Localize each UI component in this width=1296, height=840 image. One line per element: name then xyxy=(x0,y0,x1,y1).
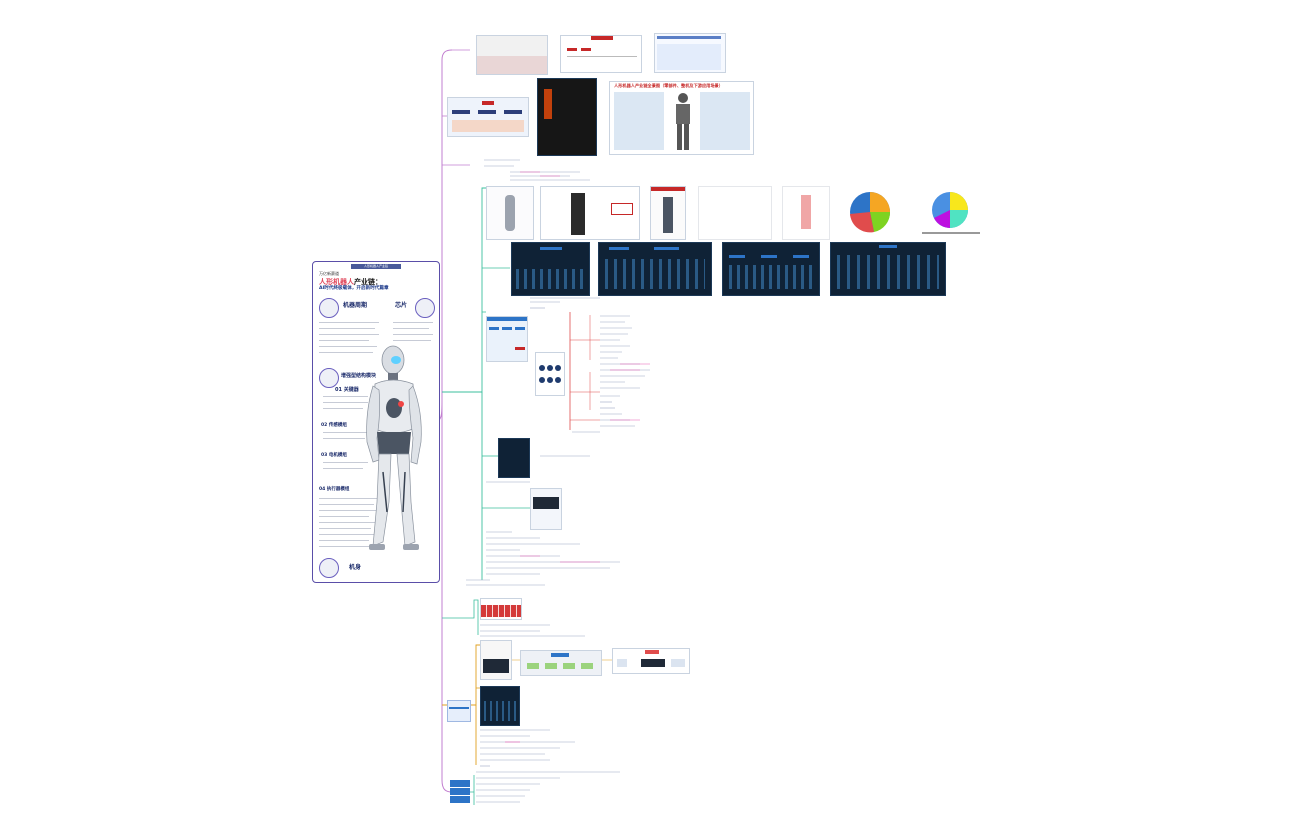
thumbnail-sketch[interactable] xyxy=(698,186,772,240)
thumbnail-red-table[interactable] xyxy=(480,598,522,620)
root-card-header: 人形机器人产业链 xyxy=(351,264,401,269)
section-title-8: 04 执行器模组 xyxy=(319,487,350,492)
chip-icon xyxy=(415,298,435,318)
dashboard-thumbnail-4[interactable] xyxy=(830,242,946,296)
section-title-4: 机身 xyxy=(349,564,362,571)
side-node-blue-2[interactable] xyxy=(450,780,470,787)
root-card-line1: 万亿新赛道 xyxy=(319,271,339,276)
side-node-blue-1[interactable] xyxy=(447,700,471,722)
root-card-subtitle: AI时代终极载体，开启新时代篇章 xyxy=(319,286,389,291)
section-title-5: 01 关键器 xyxy=(335,387,359,393)
root-node-card[interactable]: 人形机器人产业链 万亿新赛道 人形机器人产业链： AI时代终极载体，开启新时代篇… xyxy=(312,261,440,583)
side-node-blue-3[interactable] xyxy=(450,788,470,795)
thumbnail-top-2[interactable] xyxy=(560,35,642,73)
thumbnail-dark-small-1[interactable] xyxy=(498,438,530,478)
thumbnail-top-3[interactable] xyxy=(654,33,726,73)
thumbnail-robot-dark[interactable] xyxy=(537,78,597,156)
thumbnail-anatomy-3[interactable] xyxy=(650,186,686,240)
side-node-blue-4[interactable] xyxy=(450,796,470,803)
section-title-7: 03 电机模组 xyxy=(321,453,347,458)
section-title-3: 增强型结构模块 xyxy=(341,373,377,379)
thumbnail-robot-sketch-2[interactable] xyxy=(782,186,830,240)
thumbnail-flow-2[interactable] xyxy=(612,648,690,674)
thumbnail-blue-table[interactable] xyxy=(486,316,528,362)
pie-chart-thumbnail-1[interactable] xyxy=(836,186,904,238)
thumbnail-top-1[interactable] xyxy=(476,35,548,75)
body-icon xyxy=(319,558,339,578)
dashboard-thumbnail-2[interactable] xyxy=(598,242,712,296)
thumbnail-anatomy-1[interactable] xyxy=(486,186,534,240)
robot-hand-icon xyxy=(319,368,339,388)
dashboard-thumbnail-3[interactable] xyxy=(722,242,820,296)
thumbnail-small-2[interactable] xyxy=(530,488,562,530)
thumbnail-org-chart[interactable] xyxy=(447,97,529,137)
thumbnail-lower-1[interactable] xyxy=(480,640,512,680)
industry-map-banner: 人形机器人产业链全景图（零部件、整机及下游应用场景） xyxy=(614,83,723,88)
section-title-6: 02 传感模组 xyxy=(321,423,347,428)
thumbnail-industry-map[interactable]: 人形机器人产业链全景图（零部件、整机及下游应用场景） xyxy=(609,81,754,155)
root-card-title: 人形机器人产业链： xyxy=(319,278,382,286)
gear-icon xyxy=(319,298,339,318)
thumbnail-flow[interactable] xyxy=(520,650,602,676)
section-title-1: 机器周期 xyxy=(343,302,368,309)
thumbnail-anatomy-2[interactable] xyxy=(540,186,640,240)
dashboard-thumbnail-1[interactable] xyxy=(511,242,590,296)
thumbnail-icon-grid[interactable] xyxy=(535,352,565,396)
pie-chart-thumbnail-2[interactable] xyxy=(916,186,984,238)
humanoid-robot-illustration xyxy=(366,345,422,550)
section-title-2: 芯片 xyxy=(395,302,408,309)
thumbnail-dark-lower[interactable] xyxy=(480,686,520,726)
